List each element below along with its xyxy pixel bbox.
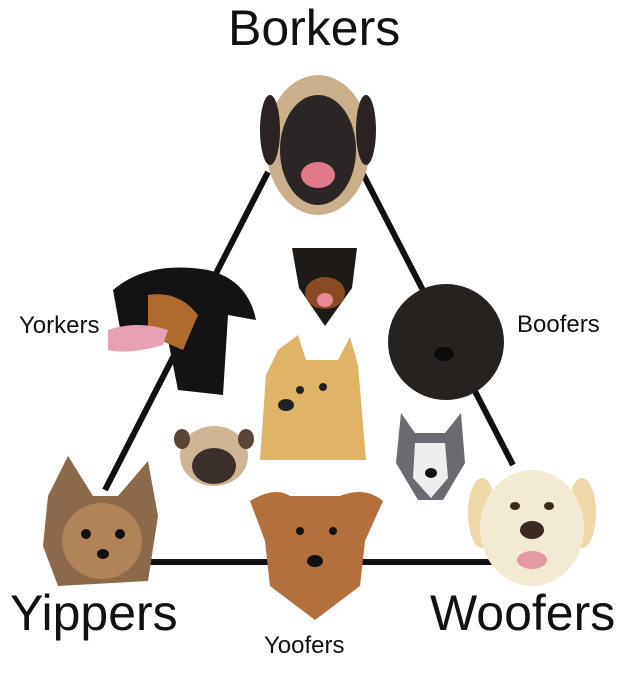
airedale-terrier-head-icon bbox=[250, 492, 383, 620]
edge-label-boofers: Boofers bbox=[517, 311, 600, 338]
edge-label-yoofers: Yoofers bbox=[264, 632, 345, 659]
corner-label-borkers: Borkers bbox=[228, 0, 401, 56]
rottweiler-head-icon bbox=[292, 248, 357, 326]
husky-head-icon bbox=[396, 413, 465, 500]
doge-shiba-inu-icon bbox=[260, 335, 366, 460]
edge-label-yorkers: Yorkers bbox=[19, 312, 100, 339]
pug-head-icon bbox=[174, 426, 254, 486]
labrador-head-icon bbox=[468, 470, 596, 586]
labradoodle-head-icon bbox=[388, 284, 504, 400]
corner-label-woofers: Woofers bbox=[430, 585, 616, 641]
dachshund-head-icon bbox=[108, 267, 256, 395]
corner-label-yippers: Yippers bbox=[10, 585, 178, 641]
yorkshire-terrier-head-icon bbox=[43, 456, 158, 586]
mastiff-head-icon bbox=[260, 75, 376, 215]
